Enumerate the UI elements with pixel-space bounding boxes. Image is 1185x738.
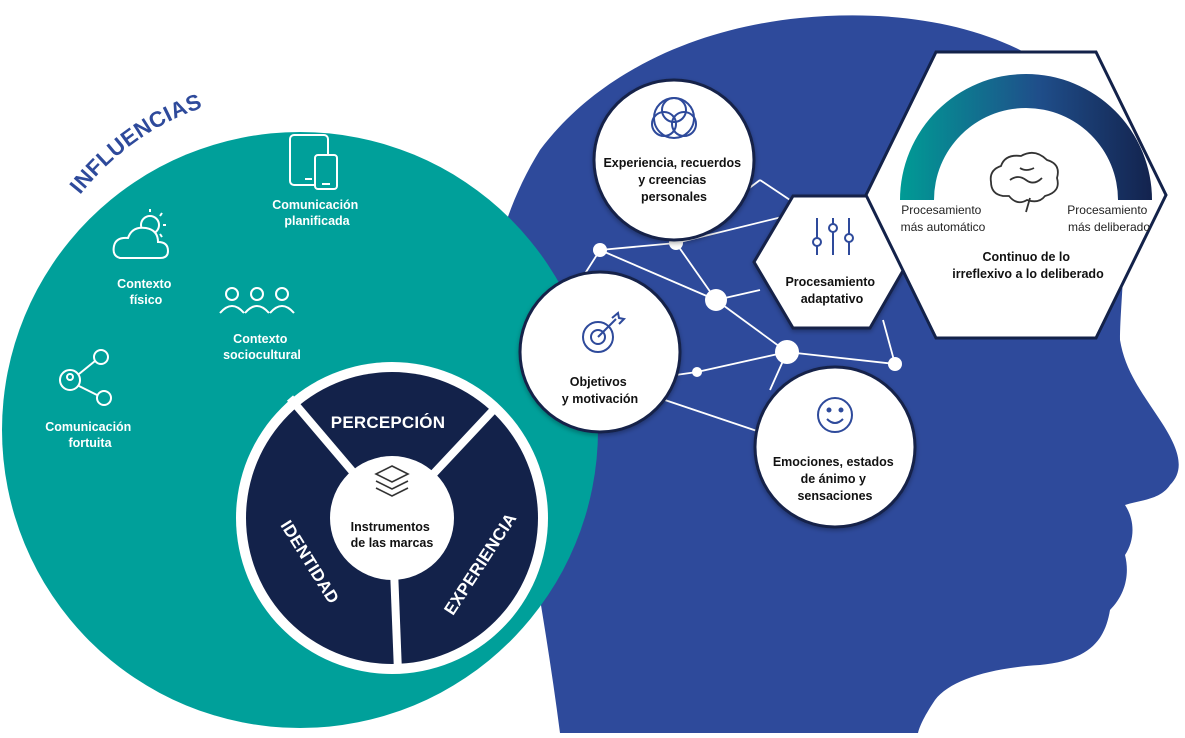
sociocultural-context-label: Contexto sociocultural — [223, 332, 301, 362]
physical-context-label: Contexto físico — [117, 277, 175, 307]
layers-icon — [374, 465, 410, 497]
emotions-label: Emociones, estados de ánimo y sensacione… — [773, 455, 897, 503]
target-icon — [582, 311, 627, 353]
brand-tools-center-label: Instrumentos de las marcas — [351, 520, 434, 550]
network-icon — [59, 349, 112, 406]
devices-icon — [289, 134, 338, 190]
network-dots — [593, 236, 902, 377]
continuum-left-label: Procesamiento más automático — [901, 203, 986, 234]
continuum-caption: Continuo de lo irreflexivo a lo delibera… — [952, 250, 1104, 281]
planned-communication-label: Comunicación planificada — [272, 198, 362, 228]
venn-icon — [651, 97, 697, 139]
node-emotions — [753, 365, 917, 529]
people-icon — [219, 287, 295, 314]
experience-label: Experiencia, recuerdos y creencias perso… — [603, 156, 744, 204]
continuum-gradient-arc — [900, 74, 1152, 200]
objectives-label: Objetivos y motivación — [562, 375, 638, 406]
continuum-right-label: Procesamiento más deliberado — [1067, 203, 1150, 234]
brain-icon — [989, 151, 1059, 213]
adaptive-label: Procesamiento adaptativo — [785, 275, 878, 306]
node-experience — [592, 78, 756, 242]
smiley-icon — [817, 397, 853, 433]
weather-icon — [112, 209, 170, 259]
brand-tools-wheel — [236, 362, 548, 674]
fortuitous-communication-label: Comunicación fortuita — [45, 420, 135, 450]
sliders-icon — [812, 218, 854, 255]
segment-perception: PERCEPCIÓN — [331, 413, 445, 432]
